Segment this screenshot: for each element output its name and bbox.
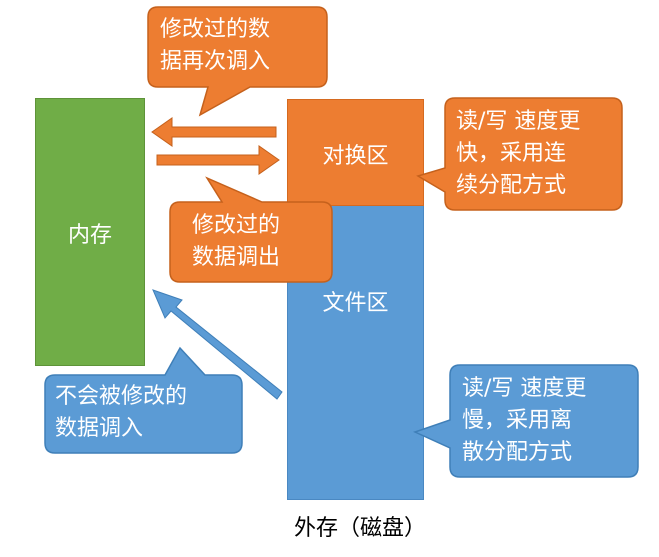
swap-area-block: 对换区 (287, 99, 424, 206)
callout-swap-speed: 读/写 速度更 快，采用连 续分配方式 (456, 109, 581, 198)
external-storage-caption: 外存（磁盘） (293, 516, 426, 541)
file-area-label: 文件区 (322, 291, 389, 316)
callout-unmodified-in: 不会被修改的 数据调入 (55, 384, 188, 441)
arrow-swap-to-memory (151, 117, 277, 147)
swap-area-label: 对换区 (322, 144, 389, 169)
arrow-memory-to-swap (156, 145, 280, 175)
callout-swap-in: 修改过的数 据再次调入 (160, 17, 271, 74)
callout-file-speed: 读/写 速度更 慢，采用离 散分配方式 (462, 376, 587, 465)
callout-swap-out: 修改过的 数据调出 (192, 213, 281, 270)
arrow-file-to-memory (152, 289, 283, 400)
memory-block: 内存 (35, 98, 145, 366)
memory-label: 内存 (67, 223, 112, 248)
